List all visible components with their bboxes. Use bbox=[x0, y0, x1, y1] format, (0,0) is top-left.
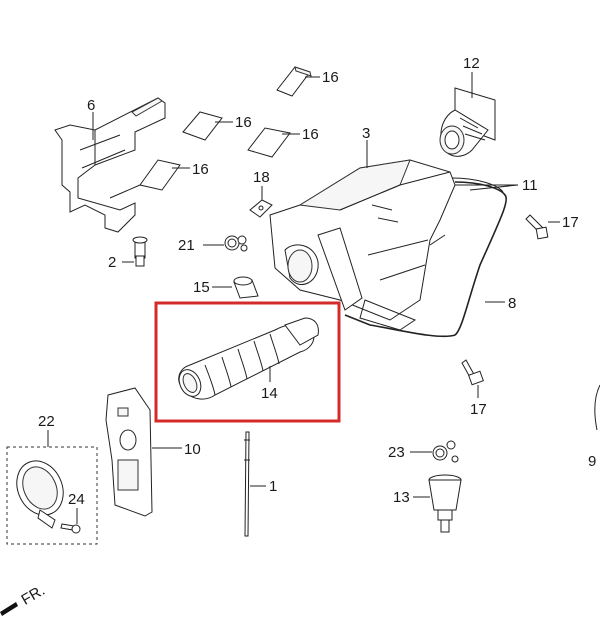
part-24-screw bbox=[60, 523, 81, 534]
callout-16-mid: 16 bbox=[302, 126, 319, 143]
callout-15: 15 bbox=[193, 279, 210, 296]
part-18-clip bbox=[249, 199, 273, 218]
callout-6: 6 bbox=[87, 97, 95, 114]
callout-11: 11 bbox=[522, 177, 538, 194]
part-21-orings bbox=[224, 235, 248, 252]
part-10-plate bbox=[105, 387, 153, 517]
part-8-seal bbox=[344, 177, 507, 338]
callout-13: 13 bbox=[393, 489, 410, 506]
callout-10: 10 bbox=[184, 441, 201, 458]
part-16-pad-c bbox=[247, 127, 291, 158]
callout-1: 1 bbox=[269, 478, 277, 495]
part-13-plug bbox=[428, 474, 462, 533]
part-23-orings bbox=[432, 440, 459, 463]
group-22-box bbox=[6, 446, 98, 545]
callout-16-top: 16 bbox=[322, 69, 339, 86]
callout-18: 18 bbox=[253, 169, 270, 186]
callout-17-bottom: 17 bbox=[470, 401, 487, 418]
part-17-bolt-mid bbox=[461, 359, 484, 386]
callout-14: 14 bbox=[261, 385, 278, 402]
callout-16-bottom: 16 bbox=[192, 161, 209, 178]
part-1-tube bbox=[244, 431, 250, 537]
part-16-pad-a bbox=[276, 66, 312, 97]
callout-3: 3 bbox=[362, 125, 370, 142]
callout-23: 23 bbox=[388, 444, 405, 461]
callout-17-right: 17 bbox=[562, 214, 579, 231]
callout-21: 21 bbox=[178, 237, 195, 254]
direction-arrow-icon bbox=[0, 602, 18, 616]
callout-22: 22 bbox=[38, 413, 55, 430]
callout-2: 2 bbox=[108, 254, 116, 271]
part-14-intake-tube bbox=[178, 317, 319, 400]
highlight-box bbox=[154, 301, 341, 423]
part-6-bracket bbox=[54, 97, 166, 233]
part-2-bolt bbox=[132, 236, 148, 267]
part-17-bolt-top bbox=[525, 214, 549, 240]
part-15-sleeve bbox=[233, 276, 259, 299]
callout-9: 9 bbox=[588, 453, 596, 470]
direction-label: FR. bbox=[19, 582, 48, 609]
callout-16-left: 16 bbox=[235, 114, 252, 131]
callout-24: 24 bbox=[68, 491, 85, 508]
part-12-duct bbox=[439, 87, 496, 157]
part-22-clamp bbox=[16, 460, 64, 529]
part-16-pad-b bbox=[182, 111, 223, 141]
callout-8: 8 bbox=[508, 295, 516, 312]
part-3-airbox bbox=[269, 159, 456, 331]
part-16-pad-d bbox=[139, 159, 181, 191]
callout-12: 12 bbox=[463, 55, 480, 72]
part-9-edge bbox=[594, 384, 600, 431]
